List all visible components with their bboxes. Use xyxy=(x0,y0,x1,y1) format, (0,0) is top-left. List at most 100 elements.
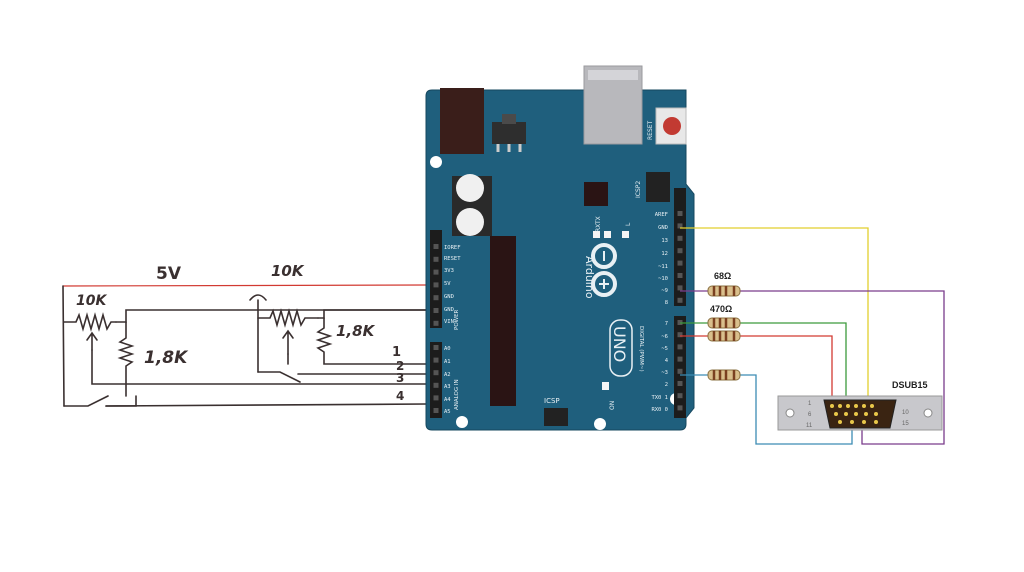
brand-label: Arduino xyxy=(583,256,596,299)
dsub-pin-15: 15 xyxy=(902,421,909,427)
reset-button xyxy=(663,117,681,135)
header-hole xyxy=(433,308,439,313)
header-hole xyxy=(677,393,683,399)
pin-label: GND xyxy=(444,307,454,313)
tx-label: TX xyxy=(595,216,602,225)
supply-wire xyxy=(62,284,427,287)
pot-left-wire xyxy=(115,309,259,323)
voltage-regulator xyxy=(492,122,526,144)
rx-label: RX xyxy=(595,224,602,232)
icsp2-label: ICSP2 xyxy=(635,181,642,198)
pin-label: 12 xyxy=(661,251,668,257)
wire-4-label: 4 xyxy=(396,389,404,403)
header-hole xyxy=(433,382,439,388)
pot-right-label: 10K xyxy=(271,262,305,280)
uno-badge: UNO xyxy=(609,319,633,377)
power-header-label: POWER xyxy=(454,309,460,330)
res-left-label: 1,8K xyxy=(144,348,189,368)
pot-left-label: 10K xyxy=(76,293,107,309)
resistor-470-b xyxy=(707,330,741,342)
pin-label: 7 xyxy=(665,321,668,327)
microcontroller-chip xyxy=(490,236,516,406)
pin-label: A4 xyxy=(444,397,451,403)
analog-header-label: ANALOG IN xyxy=(454,379,460,410)
pin-label: A0 xyxy=(444,346,451,352)
mount-hole xyxy=(456,416,468,428)
header-hole xyxy=(433,282,439,288)
header-hole xyxy=(677,273,683,278)
header-hole xyxy=(677,297,683,303)
power-pin-labels: IOREF RESET 3V3 5V GND GND VIN xyxy=(444,245,461,325)
resistor-470-label: 470Ω xyxy=(710,304,732,314)
digital-header-bottom xyxy=(674,316,686,418)
rx-led xyxy=(604,231,611,238)
l-led xyxy=(622,231,629,238)
pin-label: IOREF xyxy=(444,245,461,251)
wire-3-label: 3 xyxy=(396,371,404,385)
dsub-pin-6: 6 xyxy=(808,412,812,418)
pot-right-wire xyxy=(317,309,427,319)
pin9-wire xyxy=(680,290,945,445)
icsp-label: ICSP xyxy=(544,397,560,405)
header-hole xyxy=(433,408,439,413)
pin-label: A1 xyxy=(444,359,451,365)
header-hole xyxy=(677,211,683,216)
pin-label: 3V3 xyxy=(444,268,454,274)
on-label: ON xyxy=(609,401,616,410)
header-hole xyxy=(677,260,683,266)
icsp2-header xyxy=(646,172,670,202)
pin-label: ~3 xyxy=(661,370,668,376)
header-hole xyxy=(677,381,683,386)
pot-right-symbol xyxy=(257,308,319,328)
wire-a5 xyxy=(105,403,427,407)
switch-left xyxy=(63,395,137,407)
digital-pin-labels-top: AREF GND 13 12 ~11 ~10 ~9 8 xyxy=(655,212,668,306)
pin-label: A3 xyxy=(444,384,451,390)
l-label: L xyxy=(625,222,632,226)
dsub-pins xyxy=(830,404,878,424)
pin-label: RX0 0 xyxy=(651,407,668,413)
pin-label: AREF xyxy=(655,212,668,218)
pin7-wire xyxy=(680,322,847,400)
analog-header xyxy=(430,342,442,418)
arduino-logo xyxy=(591,243,617,297)
res-right-symbol xyxy=(315,317,427,365)
header-hole xyxy=(433,395,439,401)
header-hole xyxy=(677,344,683,350)
dsub-pin-10: 10 xyxy=(902,410,909,416)
dsub-pin-1: 1 xyxy=(808,401,812,407)
dsub-screw xyxy=(785,408,795,418)
header-hole xyxy=(677,368,683,374)
capacitor xyxy=(456,208,484,236)
header-hole xyxy=(677,405,683,411)
wires xyxy=(680,227,945,445)
on-led xyxy=(602,382,609,390)
switch-left-line xyxy=(91,349,427,385)
pin-label: VIN xyxy=(444,319,454,325)
pin-label: 2 xyxy=(665,382,668,388)
pin-label: 13 xyxy=(661,238,668,244)
dsub-pin-11: 11 xyxy=(806,423,813,429)
usb-chip xyxy=(584,182,608,206)
resistor-68-label: 68Ω xyxy=(714,271,731,281)
header-hole xyxy=(433,269,439,275)
left-rail xyxy=(62,285,65,407)
digital-header-label: DIGITAL (PWM~) xyxy=(638,326,644,372)
power-jack xyxy=(440,88,484,154)
mount-hole xyxy=(594,418,606,430)
digital-pin-labels-bottom: 7 ~6 ~5 4 ~3 2 TX0 1 RX0 0 xyxy=(651,321,668,413)
dsub-screw xyxy=(923,408,933,418)
wire-1-label: 1 xyxy=(392,345,401,360)
pin-label: 4 xyxy=(665,358,669,364)
resistor-pin3 xyxy=(707,369,741,381)
right-jump xyxy=(249,294,267,301)
header-hole xyxy=(433,320,439,326)
header-hole xyxy=(433,357,439,363)
icsp-header xyxy=(544,408,568,426)
res-right-label: 1,8K xyxy=(336,322,376,340)
pin-label: 8 xyxy=(665,300,668,306)
header-hole xyxy=(433,256,439,262)
dsub-label: DSUB15 xyxy=(892,380,928,390)
pot-right-wiper xyxy=(282,329,294,355)
